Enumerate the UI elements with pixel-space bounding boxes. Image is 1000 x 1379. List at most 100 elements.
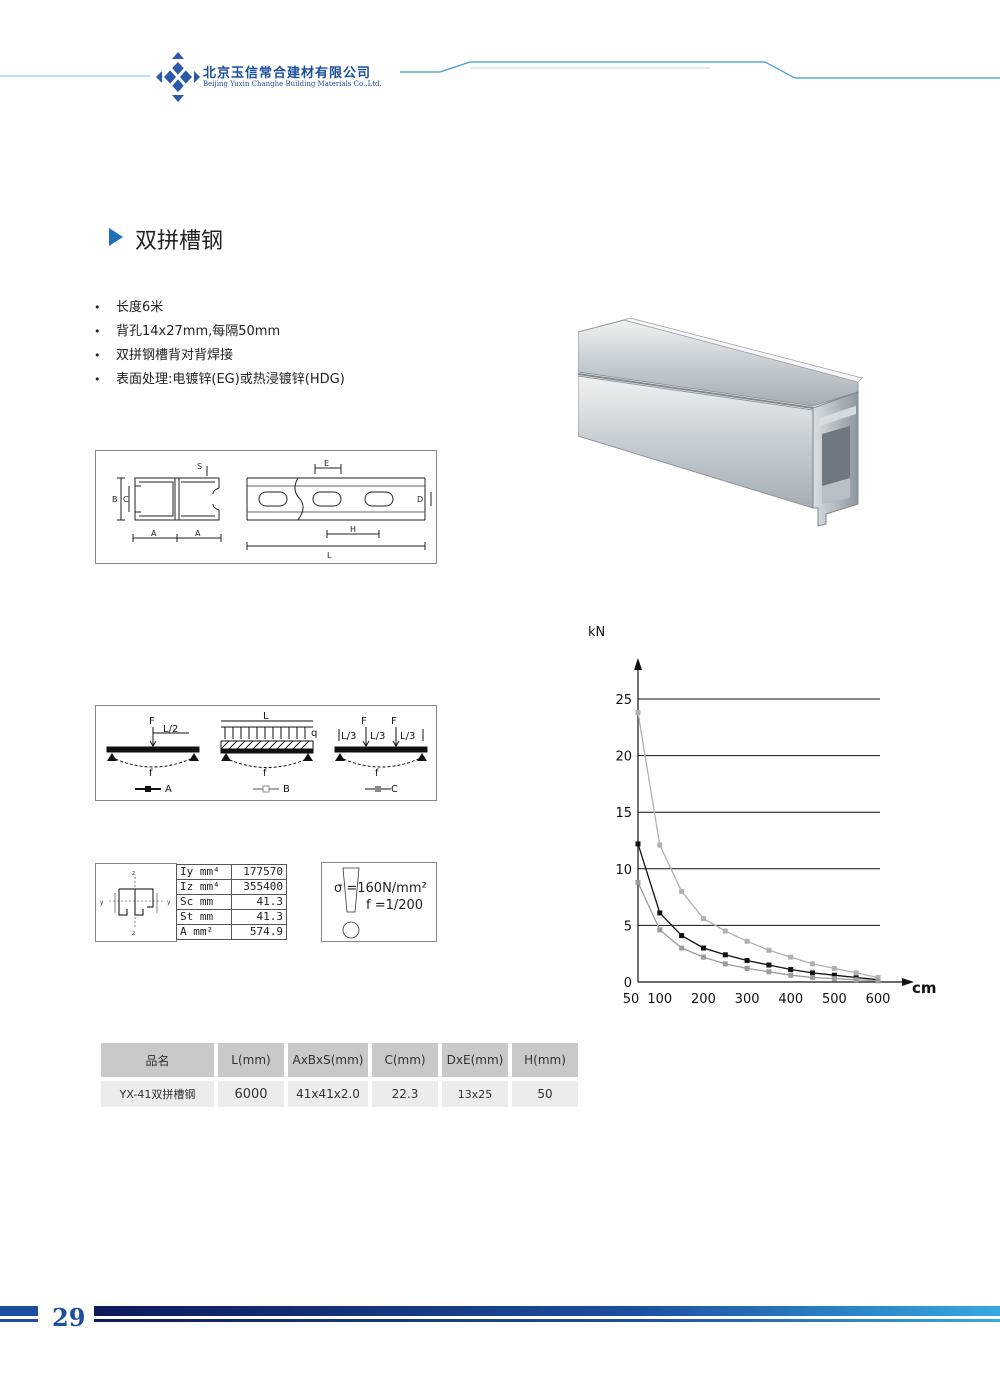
x-tick-label: 50 (623, 992, 640, 1007)
stress-criteria-box (321, 862, 437, 942)
data-point-b (853, 970, 859, 976)
company-name-cn: 北京玉信常合建材有限公司 (203, 66, 372, 81)
list-item: •背孔14x27mm,每隔50mm (94, 320, 345, 344)
axis-y-label: y (100, 899, 104, 906)
table-cell: 50 (512, 1081, 578, 1107)
data-point-c (635, 879, 641, 885)
dim-label-c: C (123, 495, 129, 504)
load-a-half: L/2 (163, 724, 178, 735)
list-item: •长度6米 (94, 296, 345, 320)
bullet-icon: • (94, 301, 101, 314)
table-header-row: 品名 L(mm) AxBxS(mm) C(mm) DxE(mm) H(mm) (101, 1043, 578, 1077)
x-tick-label: 500 (822, 992, 847, 1007)
col-header-name: 品名 (101, 1043, 214, 1077)
company-logo (156, 52, 200, 102)
legend-b-label: B (283, 784, 290, 795)
data-point-b (657, 842, 663, 848)
list-item: •表面处理:电镀锌(EG)或热浸镀锌(HDG) (94, 368, 345, 392)
x-axis-arrow (902, 978, 914, 986)
load-a-force: F (149, 716, 155, 727)
table-cell: 22.3 (372, 1081, 438, 1107)
load-c-third-3: L/3 (400, 731, 415, 742)
y-tick-label: 15 (615, 806, 632, 821)
legend-a-label: A (165, 784, 172, 795)
data-point-c (875, 978, 881, 984)
data-point-c (831, 976, 837, 982)
load-a-deflection: f (149, 768, 153, 779)
stress-sigma: σ =160N/mm² (334, 881, 427, 896)
y-tick-label: 20 (615, 750, 632, 765)
dim-label-b: B (112, 495, 118, 504)
load-c-third-1: L/3 (341, 731, 356, 742)
data-point-c (744, 965, 750, 971)
data-point-a (810, 970, 816, 976)
section-sketch-lines: y y z z (100, 870, 171, 937)
x-tick-label: 300 (735, 992, 760, 1007)
x-tick-label: 200 (691, 992, 716, 1007)
y-tick-label: 10 (615, 863, 632, 878)
dim-label-s: S (197, 462, 202, 471)
data-point-c (657, 927, 663, 933)
dimension-drawing (95, 450, 437, 564)
product-table: 品名 L(mm) AxBxS(mm) C(mm) DxE(mm) H(mm) Y… (97, 1039, 582, 1111)
page-title: 双拼槽钢 (135, 229, 224, 254)
data-point-b (679, 888, 685, 894)
data-point-b (766, 947, 772, 953)
series-line-b (637, 712, 879, 979)
data-point-a (635, 841, 641, 847)
stress-deflection: f =1/200 (366, 898, 424, 913)
bullet-icon: • (94, 373, 101, 386)
data-point-c (853, 977, 859, 983)
dim-label-d: D (417, 495, 423, 504)
dim-label-a1: A (151, 529, 157, 538)
y-axis-arrow (634, 658, 642, 670)
dim-label-l: L (327, 551, 332, 560)
list-item: •双拼钢槽背对背焊接 (94, 344, 345, 368)
load-c-force-1: F (361, 716, 367, 727)
col-header-c: C(mm) (372, 1043, 438, 1077)
load-case-lines: F L/2 f A L q f B F F L/3 L/3 L/3 f C (106, 711, 428, 795)
table-cell: 41x41x2.0 (288, 1081, 368, 1107)
data-point-a (700, 945, 706, 951)
table-cell: 6000 (218, 1081, 284, 1107)
x-tick-label: 600 (866, 992, 891, 1007)
x-tick-label: 100 (647, 992, 672, 1007)
col-header-h: H(mm) (512, 1043, 578, 1077)
y-tick-label: 25 (615, 693, 632, 708)
feature-list: •长度6米 •背孔14x27mm,每隔50mm •双拼钢槽背对背焊接 •表面处理… (94, 296, 345, 392)
data-point-c (722, 961, 728, 967)
stress-sketch (342, 867, 360, 939)
footer-bar (0, 1306, 1000, 1322)
col-header-length: L(mm) (218, 1043, 284, 1077)
data-point-c (766, 969, 772, 975)
dim-label-h: H (350, 525, 356, 534)
data-point-b (831, 965, 837, 971)
legend-c-label: C (391, 784, 398, 795)
data-point-c (679, 945, 685, 951)
axis-z-label-bottom: z (132, 930, 135, 937)
col-header-axbxs: AxBxS(mm) (288, 1043, 368, 1077)
load-b-q: q (311, 728, 317, 739)
data-point-b (635, 710, 641, 716)
y-tick-label: 5 (624, 919, 632, 934)
load-b-span: L (263, 711, 269, 722)
table-cell: YX-41双拼槽钢 (101, 1081, 214, 1107)
data-point-b (744, 938, 750, 944)
table-row: YX-41双拼槽钢 6000 41x41x2.0 22.3 13x25 50 (101, 1081, 578, 1107)
section-sketch (95, 863, 177, 942)
data-point-c (700, 954, 706, 960)
dimension-drawing-lines: S B C A A E H D L (112, 459, 432, 560)
table-cell: 13x25 (442, 1081, 508, 1107)
bullet-icon: • (94, 325, 101, 338)
product-photo (578, 318, 863, 527)
data-point-c (788, 972, 794, 978)
y-axis-label: kN (588, 625, 605, 640)
header-decoration (0, 61, 1000, 79)
load-c-force-2: F (391, 716, 397, 727)
